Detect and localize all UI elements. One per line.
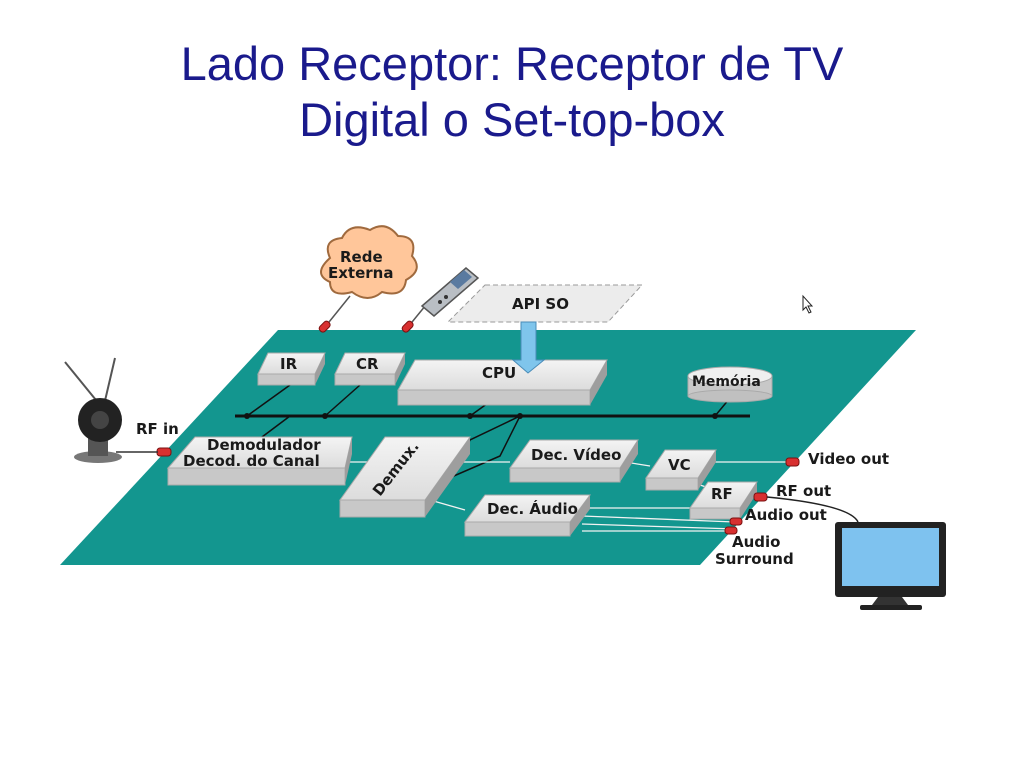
block-ir	[257, 352, 326, 386]
label-demodulador-line-1: Demodulador	[207, 436, 321, 454]
mouse-pointer-icon	[802, 294, 814, 314]
label-vc: VC	[668, 456, 691, 474]
slide-title-line-1: Lado Receptor: Receptor de TV	[180, 37, 844, 90]
slide-title: Lado Receptor: Receptor de TV Digital o …	[0, 36, 1024, 148]
block-memoria	[687, 366, 773, 403]
connectors	[156, 320, 800, 535]
label-rf-out: RF out	[776, 482, 831, 500]
label-audio-surround-line-1: Audio	[732, 533, 780, 551]
block-vc	[645, 449, 717, 491]
cloud-icon	[320, 225, 418, 299]
label-audio-surround-line-2: Surround	[715, 550, 794, 568]
api-arrow	[511, 321, 546, 374]
tv-icon	[766, 496, 946, 610]
block-demodulador	[166, 436, 353, 486]
label-cloud-line-2: Externa	[328, 264, 393, 282]
label-cloud-line-1: Rede	[340, 248, 383, 266]
label-dec-audio: Dec. Áudio	[487, 499, 578, 518]
label-audio-out: Audio out	[745, 506, 827, 524]
label-cpu: CPU	[482, 364, 516, 382]
label-cr: CR	[356, 355, 379, 373]
block-cpu	[397, 359, 608, 406]
label-rf: RF	[711, 485, 733, 503]
slide-title-line-2: Digital o Set-top-box	[299, 93, 725, 146]
label-dec-video: Dec. Vídeo	[531, 446, 621, 464]
label-demodulador-line-2: Decod. do Canal	[183, 452, 320, 470]
label-video-out: Video out	[808, 450, 889, 468]
label-ir: IR	[280, 355, 298, 373]
antenna-icon	[64, 357, 122, 463]
block-dec-audio	[464, 494, 591, 537]
label-memoria: Memória	[692, 374, 761, 390]
block-dec-video	[509, 439, 639, 483]
block-demux	[339, 436, 471, 518]
label-rf-in: RF in	[136, 420, 179, 438]
remote-control-icon	[420, 267, 480, 317]
label-api-so: API SO	[512, 295, 569, 313]
block-api-so	[446, 284, 644, 323]
block-cr	[334, 352, 406, 386]
